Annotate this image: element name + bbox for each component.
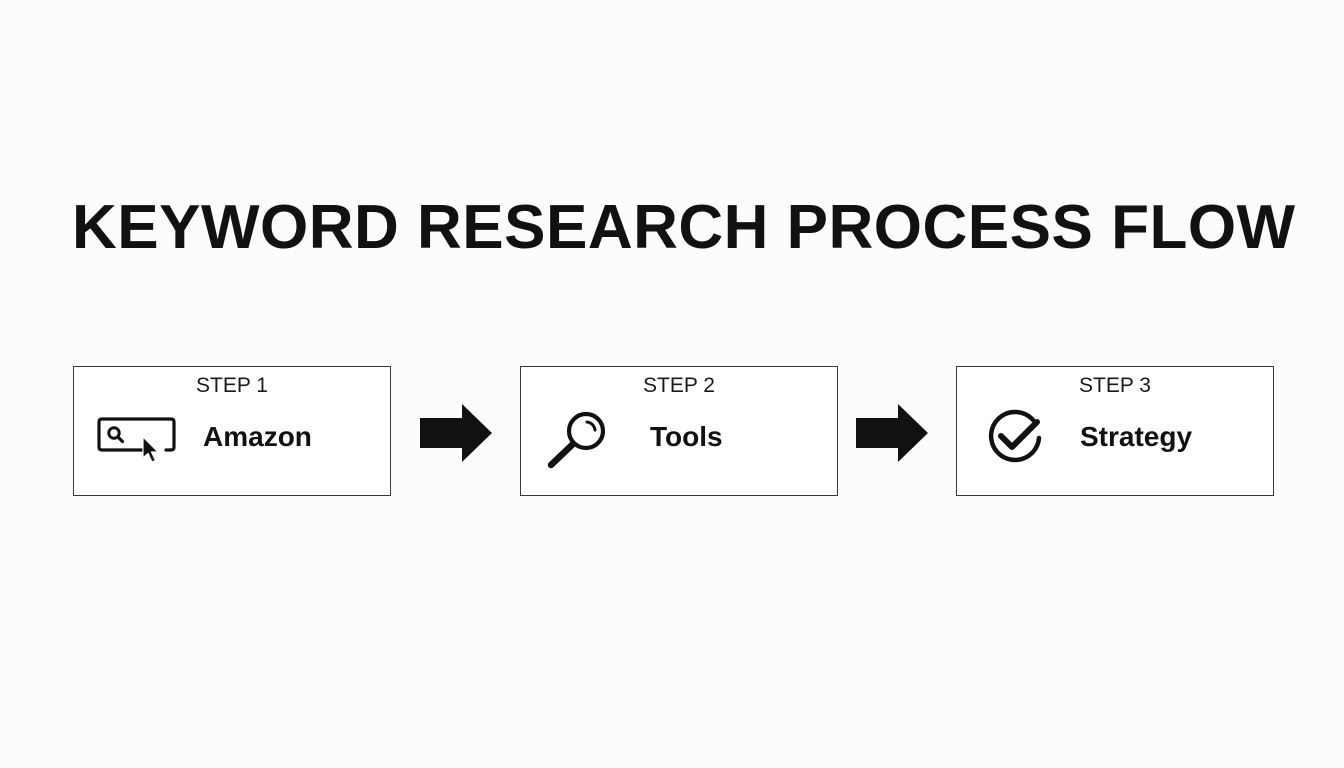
search-bar-cursor-icon [94, 409, 176, 469]
step-name: Tools [650, 421, 723, 452]
step-box-tools: STEP 2 Tools [520, 366, 838, 496]
arrow-right-icon [854, 402, 930, 464]
step-box-amazon: STEP 1 Amazon [73, 366, 391, 496]
diagram-title: KEYWORD RESEARCH PROCESS FLOW [72, 193, 1296, 262]
step-box-strategy: STEP 3 Strategy [956, 366, 1274, 496]
step-name: Amazon [203, 421, 312, 452]
step-label: STEP 2 [643, 374, 715, 397]
step-name: Strategy [1080, 421, 1193, 452]
magnifying-glass-icon [541, 409, 623, 469]
step-label: STEP 3 [1079, 374, 1151, 397]
check-circle-icon [979, 409, 1061, 469]
arrow-right-icon [418, 402, 494, 464]
step-label: STEP 1 [196, 374, 268, 397]
